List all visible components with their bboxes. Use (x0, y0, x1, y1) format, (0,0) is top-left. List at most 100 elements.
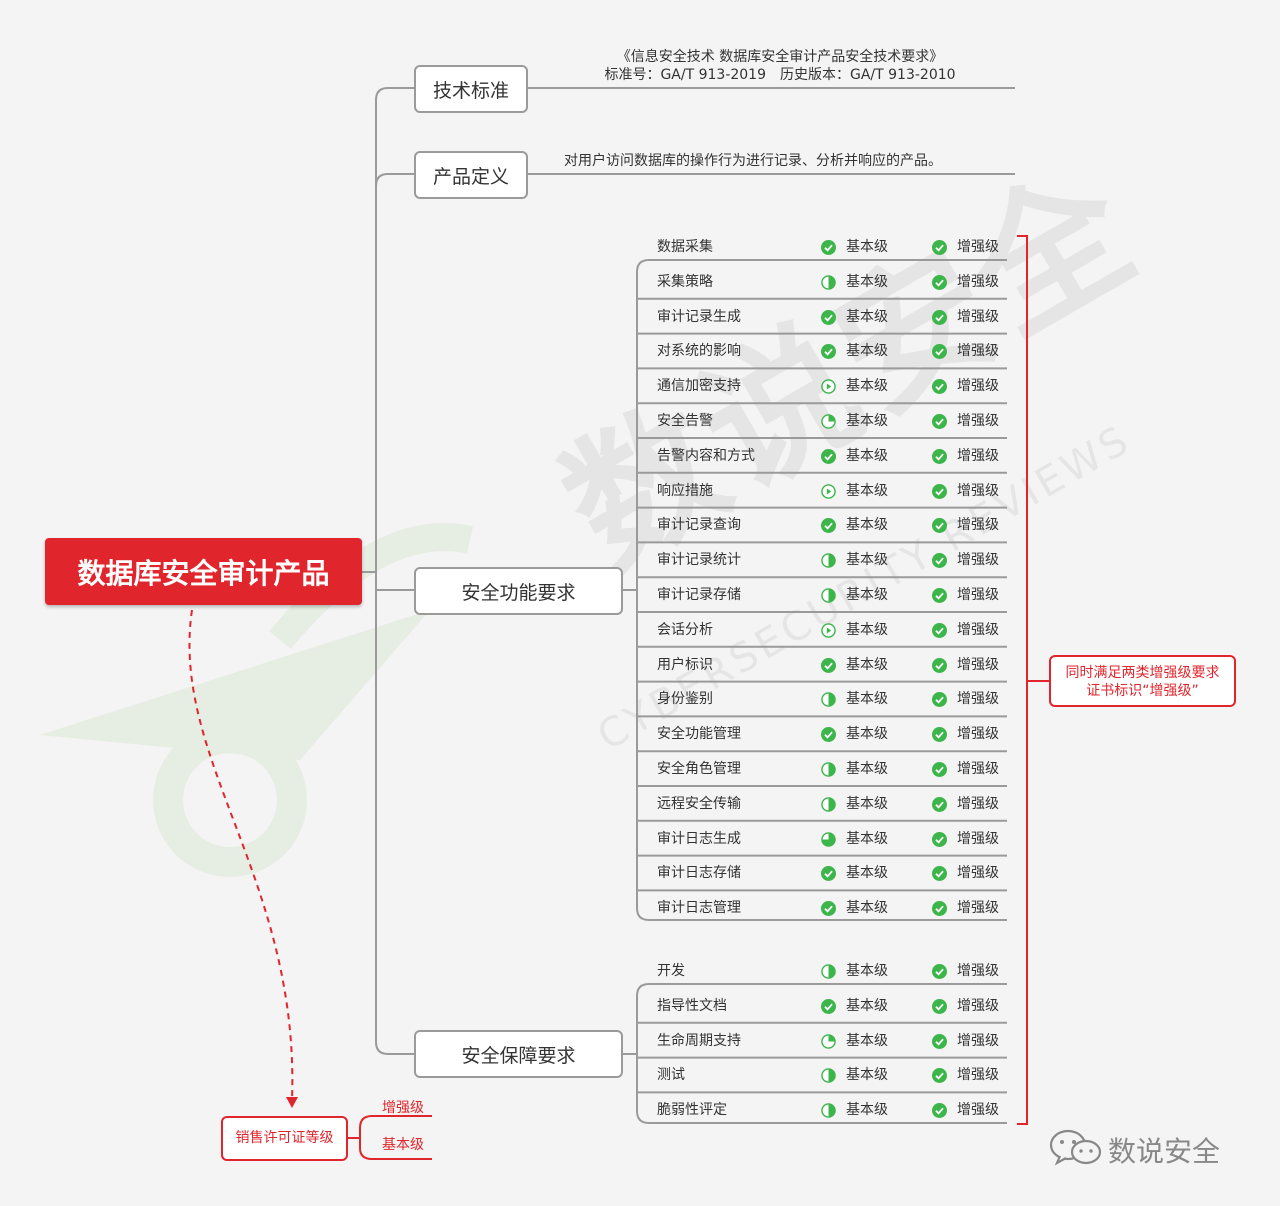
basic-level-half-circle-icon (821, 797, 836, 812)
enhanced-level-label: 增强级 (957, 865, 999, 882)
enhanced-level-check-circle-icon (932, 998, 947, 1014)
requirement-label: 测试 (657, 1067, 685, 1084)
requirement-label: 审计记录统计 (657, 552, 741, 569)
enhanced-level-check-circle-icon (932, 309, 947, 325)
requirement-row: 数据采集基本级增强级 (637, 234, 1007, 269)
enhanced-level-label: 增强级 (957, 997, 999, 1014)
requirement-label: 对系统的影响 (657, 343, 741, 360)
enhanced-level-label: 增强级 (957, 621, 999, 638)
basic-level-quarter-circle-icon (821, 414, 836, 429)
requirement-row: 指导性文档基本级增强级 (637, 993, 1007, 1028)
requirement-label: 审计日志存储 (657, 865, 741, 882)
basic-level-half-circle-icon (821, 964, 836, 979)
basic-level-check-circle-icon (821, 998, 836, 1014)
basic-level-half-circle-icon (821, 275, 836, 290)
basic-level-label: 基本级 (846, 517, 888, 534)
basic-level-check-circle-icon (821, 657, 836, 673)
requirement-label: 审计记录存储 (657, 587, 741, 603)
requirement-label: 安全功能管理 (657, 726, 741, 743)
requirement-row: 通信加密支持基本级增强级 (637, 373, 1007, 408)
branch-product-definition: 产品定义 (414, 151, 528, 199)
basic-level-label: 基本级 (846, 621, 888, 638)
enhanced-level-label: 增强级 (957, 726, 999, 743)
enhanced-level-label: 增强级 (957, 795, 999, 812)
enhanced-level-label: 增强级 (957, 1067, 999, 1084)
requirement-row: 安全功能管理基本级增强级 (637, 721, 1007, 756)
enhanced-level-check-circle-icon (932, 483, 947, 499)
basic-level-half-circle-icon (821, 762, 836, 777)
basic-level-check-circle-icon (821, 309, 836, 325)
enhanced-level-label: 增强级 (957, 963, 999, 979)
enhanced-level-label: 增强级 (957, 1102, 999, 1119)
enhanced-level-check-circle-icon (932, 762, 947, 777)
enhanced-level-label: 增强级 (957, 761, 999, 777)
enhanced-level-check-circle-icon (932, 518, 947, 534)
enhanced-level-check-circle-icon (932, 414, 947, 429)
requirement-row: 审计日志存储基本级增强级 (637, 860, 1007, 895)
basic-level-check-circle-icon (821, 727, 836, 743)
enhanced-level-label: 增强级 (957, 691, 999, 708)
requirement-row: 开发基本级增强级 (637, 958, 1007, 993)
requirement-label: 响应措施 (657, 482, 713, 499)
basic-level-half-circle-icon (821, 588, 836, 603)
requirement-row: 审计记录生成基本级增强级 (637, 304, 1007, 339)
basic-level-label: 基本级 (846, 239, 888, 255)
enhanced-level-check-circle-icon (932, 831, 947, 847)
requirement-label: 安全告警 (657, 413, 713, 429)
enhanced-level-check-circle-icon (932, 274, 947, 290)
wechat-icon (1049, 1129, 1102, 1166)
basic-level-label: 基本级 (846, 273, 888, 290)
requirement-row: 脆弱性评定基本级增强级 (637, 1097, 1007, 1132)
basic-level-half-circle-icon (821, 553, 836, 568)
enhanced-callout: 同时满足两类增强级要求 证书标识“增强级” (1049, 655, 1236, 707)
basic-level-half-circle-icon (821, 692, 836, 708)
tech-standard-note-line1: 《信息安全技术 数据库安全审计产品安全技术要求》 (616, 49, 944, 65)
requirement-label: 身份鉴别 (657, 691, 713, 708)
requirement-row: 安全告警基本级增强级 (637, 408, 1007, 443)
enhanced-level-check-circle-icon (932, 622, 947, 638)
enhanced-level-check-circle-icon (932, 657, 947, 673)
enhanced-level-check-circle-icon (932, 1068, 947, 1084)
requirement-row: 身份鉴别基本级增强级 (637, 686, 1007, 721)
basic-level-check-circle-icon (821, 866, 836, 882)
product-definition-note: 对用户访问数据库的操作行为进行记录、分析并响应的产品。 (564, 153, 942, 169)
requirement-label: 用户标识 (657, 656, 713, 673)
basic-level-label: 基本级 (846, 552, 888, 569)
enhanced-level-label: 增强级 (957, 900, 999, 917)
basic-level-label: 基本级 (846, 963, 888, 979)
requirement-row: 生命周期支持基本级增强级 (637, 1028, 1007, 1063)
license-level-box: 销售许可证等级 (221, 1116, 348, 1161)
requirement-label: 指导性文档 (657, 997, 727, 1014)
enhanced-level-label: 增强级 (957, 273, 999, 290)
basic-level-label: 基本级 (846, 1102, 888, 1119)
basic-level-label: 基本级 (846, 761, 888, 777)
basic-level-three-quarter-circle-icon (821, 831, 836, 847)
basic-level-label: 基本级 (846, 413, 888, 429)
enhanced-level-label: 增强级 (957, 447, 999, 464)
requirement-row: 审计记录查询 基本级 增强级 (637, 512, 1007, 547)
requirement-label: 生命周期支持 (657, 1032, 741, 1049)
enhanced-level-check-circle-icon (932, 796, 947, 812)
enhanced-level-check-circle-icon (932, 240, 947, 255)
root-node: 数据库安全审计产品 (45, 538, 362, 605)
requirement-row: 审计日志生成基本级增强级 (637, 826, 1007, 861)
requirement-label: 通信加密支持 (657, 378, 741, 395)
basic-level-label: 基本级 (846, 308, 888, 325)
basic-level-half-circle-icon (821, 1103, 836, 1118)
requirement-row: 安全角色管理基本级增强级 (637, 756, 1007, 791)
requirement-label: 审计记录查询 (657, 517, 741, 534)
basic-level-check-circle-icon (821, 448, 836, 464)
basic-level-play-circle-icon (821, 483, 836, 499)
basic-level-label: 基本级 (846, 378, 888, 395)
enhanced-level-check-circle-icon (932, 1033, 947, 1049)
enhanced-level-label: 增强级 (957, 517, 999, 534)
enhanced-level-check-circle-icon (932, 448, 947, 464)
enhanced-level-check-circle-icon (932, 692, 947, 708)
requirement-row: 用户标识基本级增强级 (637, 652, 1007, 687)
brand-name: 数说安全 (1108, 1135, 1221, 1168)
enhanced-level-check-circle-icon (932, 727, 947, 743)
requirement-label: 采集策略 (657, 273, 713, 290)
requirement-row: 响应措施基本级增强级 (637, 478, 1007, 513)
